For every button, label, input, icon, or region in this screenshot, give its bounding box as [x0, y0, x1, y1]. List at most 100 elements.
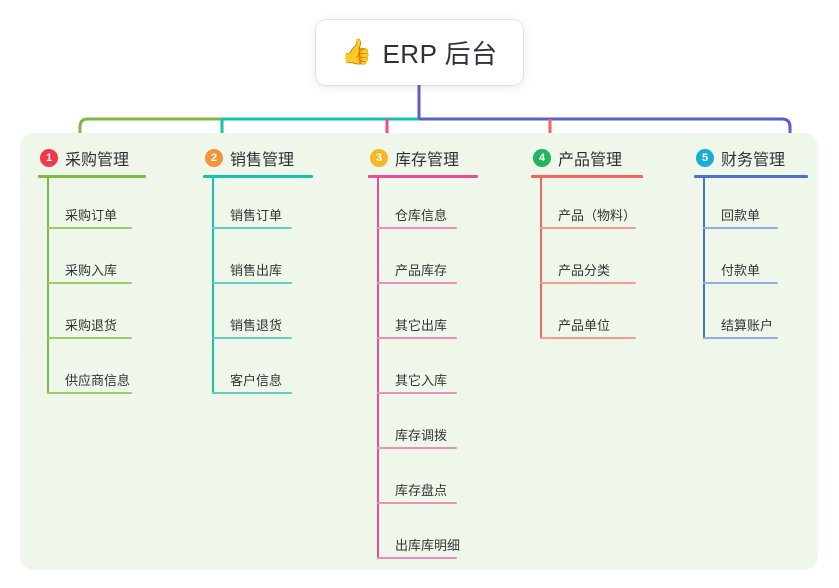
leaf-label: 销售退货 [230, 318, 283, 333]
leaf-item[interactable]: 仓库信息 [368, 178, 478, 233]
branch-column-5: 5 财务管理回款单付款单结算账户 [694, 146, 808, 343]
leaf-rule [540, 282, 636, 284]
leaf-rule [212, 282, 292, 284]
leaf-item[interactable]: 其它入库 [368, 343, 478, 398]
branch-header-rule [368, 175, 478, 178]
leaf-item[interactable]: 产品（物料） [531, 178, 643, 233]
branch-header-5[interactable]: 5 财务管理 [694, 146, 808, 170]
branch-number-badge: 5 [696, 149, 714, 167]
branch-title: 财务管理 [721, 152, 786, 169]
leaf-label: 其它入库 [395, 373, 448, 388]
leaf-label: 结算账户 [721, 318, 774, 333]
leaf-rule [703, 337, 778, 339]
leaf-label: 库存盘点 [395, 483, 448, 498]
branch-title: 销售管理 [230, 152, 295, 169]
leaf-rule [47, 392, 132, 394]
leaf-item[interactable]: 库存盘点 [368, 453, 478, 508]
leaf-rule [212, 337, 292, 339]
leaf-item[interactable]: 出库库明细 [368, 508, 478, 563]
leaf-label: 付款单 [721, 263, 761, 278]
branch-children: 采购订单采购入库采购退货供应商信息 [38, 178, 146, 398]
leaf-rule [377, 392, 457, 394]
leaf-rule [212, 392, 292, 394]
leaf-label: 销售订单 [230, 208, 283, 223]
leaf-rule [703, 282, 778, 284]
leaf-item[interactable]: 销售退货 [203, 288, 313, 343]
branches-panel [20, 133, 818, 570]
leaf-item[interactable]: 其它出库 [368, 288, 478, 343]
leaf-rule [377, 447, 457, 449]
branch-number-badge: 4 [533, 149, 551, 167]
branch-title: 产品管理 [558, 152, 623, 169]
leaf-rule [703, 227, 778, 229]
leaf-rule [377, 557, 457, 559]
branch-children: 仓库信息产品库存其它出库其它入库库存调拨库存盘点出库库明细 [368, 178, 478, 563]
leaf-label: 仓库信息 [395, 208, 448, 223]
leaf-rule [47, 282, 132, 284]
leaf-rule [47, 337, 132, 339]
branch-spine [212, 178, 214, 394]
branch-header-4[interactable]: 4 产品管理 [531, 146, 643, 170]
branch-header-rule [531, 175, 643, 178]
branch-children: 销售订单销售出库销售退货客户信息 [203, 178, 313, 398]
leaf-label: 采购入库 [65, 263, 118, 278]
leaf-item[interactable]: 结算账户 [694, 288, 808, 343]
branch-number-badge: 1 [40, 149, 58, 167]
root-node-title: ERP 后台 [382, 39, 498, 69]
leaf-item[interactable]: 销售订单 [203, 178, 313, 233]
branch-header-rule [694, 175, 808, 178]
leaf-item[interactable]: 付款单 [694, 233, 808, 288]
branch-header-1[interactable]: 1 采购管理 [38, 146, 146, 170]
branch-title: 库存管理 [395, 152, 460, 169]
leaf-label: 出库库明细 [395, 538, 461, 553]
leaf-label: 销售出库 [230, 263, 283, 278]
leaf-rule [377, 282, 457, 284]
leaf-item[interactable]: 销售出库 [203, 233, 313, 288]
branch-column-1: 1 采购管理采购订单采购入库采购退货供应商信息 [38, 146, 146, 398]
leaf-label: 供应商信息 [65, 373, 131, 388]
leaf-label: 产品分类 [558, 263, 611, 278]
branch-header-rule [203, 175, 313, 178]
leaf-rule [540, 337, 636, 339]
branch-number-badge: 2 [205, 149, 223, 167]
leaf-label: 采购退货 [65, 318, 118, 333]
branch-spine [377, 178, 379, 559]
leaf-item[interactable]: 客户信息 [203, 343, 313, 398]
branch-header-rule [38, 175, 146, 178]
leaf-rule [377, 337, 457, 339]
branch-spine [540, 178, 542, 339]
branch-spine [47, 178, 49, 394]
leaf-item[interactable]: 回款单 [694, 178, 808, 233]
leaf-rule [377, 502, 457, 504]
root-node[interactable]: 👍 ERP 后台 [316, 20, 523, 85]
leaf-label: 库存调拨 [395, 428, 448, 443]
leaf-item[interactable]: 采购入库 [38, 233, 146, 288]
leaf-item[interactable]: 采购退货 [38, 288, 146, 343]
leaf-label: 采购订单 [65, 208, 118, 223]
branch-title: 采购管理 [65, 152, 130, 169]
branch-children: 回款单付款单结算账户 [694, 178, 808, 343]
leaf-label: 回款单 [721, 208, 761, 223]
leaf-rule [377, 227, 457, 229]
branch-header-2[interactable]: 2 销售管理 [203, 146, 313, 170]
leaf-label: 客户信息 [230, 373, 283, 388]
leaf-item[interactable]: 采购订单 [38, 178, 146, 233]
leaf-rule [212, 227, 292, 229]
leaf-item[interactable]: 产品单位 [531, 288, 643, 343]
leaf-item[interactable]: 产品分类 [531, 233, 643, 288]
branch-spine [703, 178, 705, 339]
branch-column-4: 4 产品管理产品（物料） 产品分类产品单位 [531, 146, 643, 343]
branch-children: 产品（物料） 产品分类产品单位 [531, 178, 643, 343]
leaf-item[interactable]: 库存调拨 [368, 398, 478, 453]
leaf-label: 产品库存 [395, 263, 448, 278]
thumbs-up-icon: 👍 [341, 38, 373, 66]
leaf-rule [47, 227, 132, 229]
leaf-item[interactable]: 供应商信息 [38, 343, 146, 398]
leaf-item[interactable]: 产品库存 [368, 233, 478, 288]
leaf-rule [540, 227, 636, 229]
branch-column-2: 2 销售管理销售订单销售出库销售退货客户信息 [203, 146, 313, 398]
leaf-label: 产品单位 [558, 318, 611, 333]
